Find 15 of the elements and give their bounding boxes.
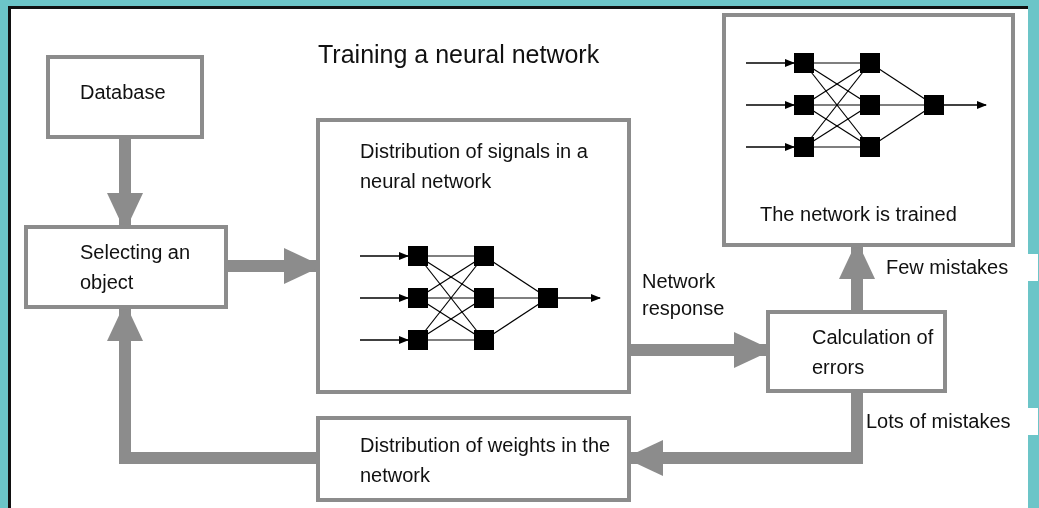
- node-label: The network is trained: [760, 202, 958, 227]
- process-box: [316, 118, 631, 394]
- edge-label: Lots of mistakes: [864, 408, 1038, 435]
- process-box: [46, 55, 204, 139]
- process-box: [24, 225, 228, 309]
- process-box: [316, 416, 631, 502]
- process-box: [722, 13, 1015, 247]
- process-box: [766, 310, 947, 393]
- diagram-title: Training a neural network: [318, 40, 600, 69]
- node-label: Distribution of weights in the network: [360, 433, 612, 488]
- node-label: Calculation of errors: [812, 325, 935, 380]
- node-label: Distribution of signals in a neural network: [360, 139, 589, 194]
- node-label: Database: [80, 80, 167, 105]
- node-label: Selecting an object: [80, 240, 192, 295]
- edge-label: Few mistakes: [884, 254, 1038, 281]
